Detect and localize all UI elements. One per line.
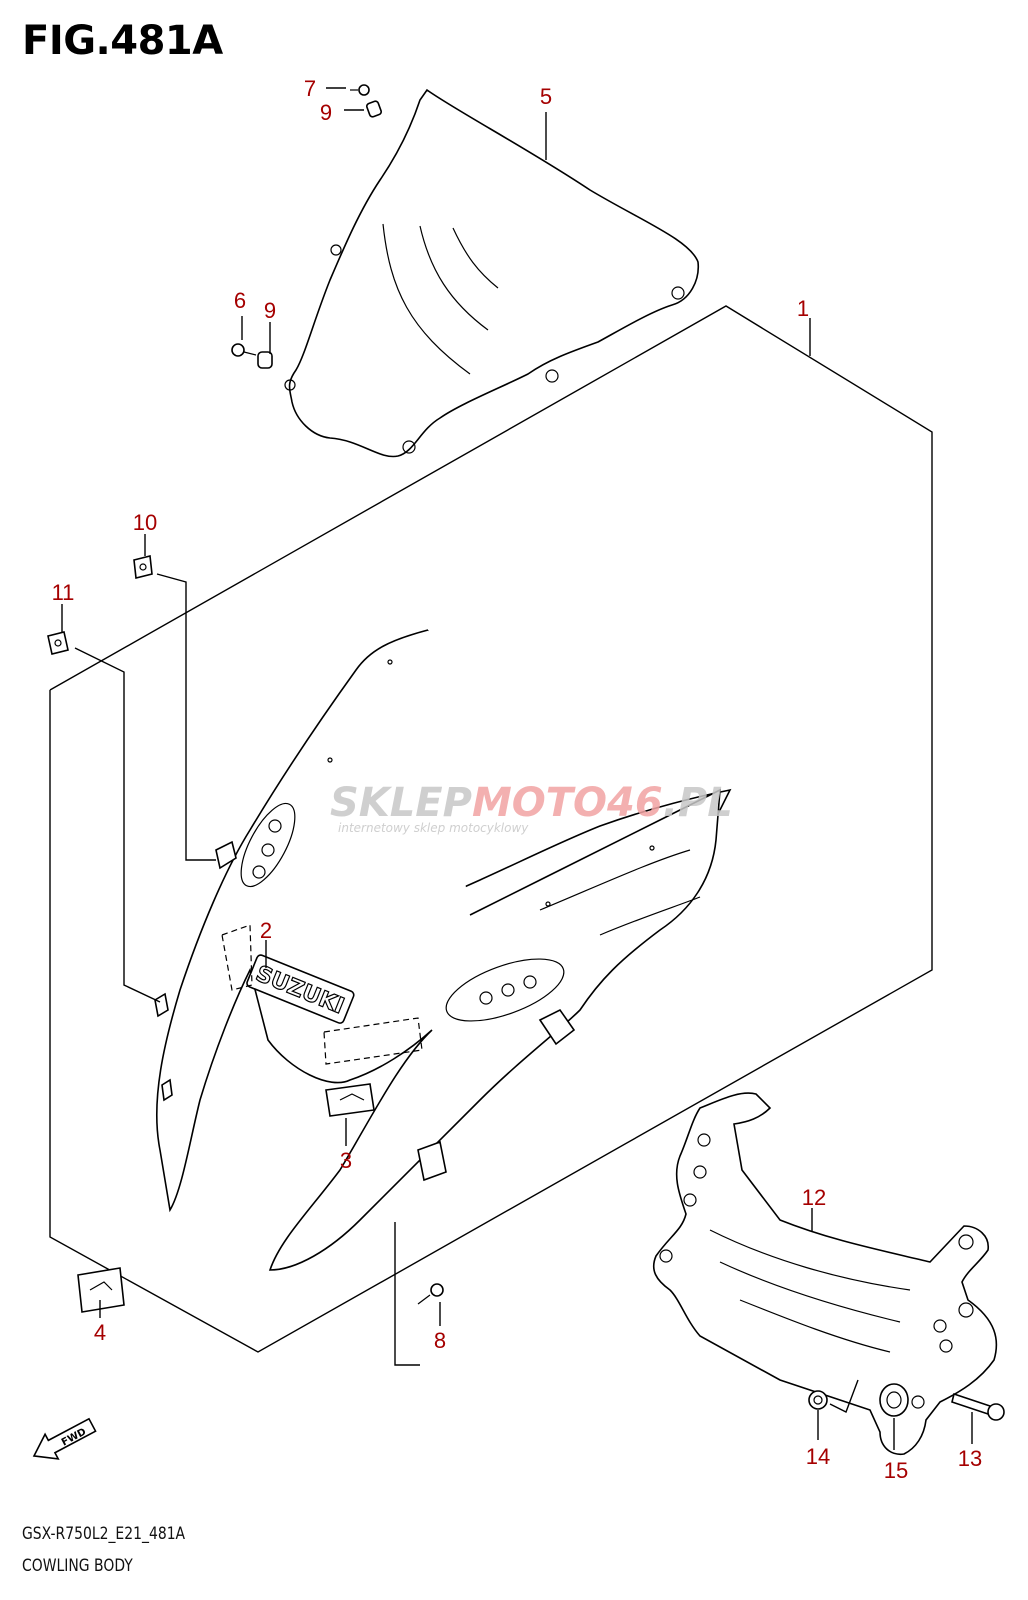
collar-9-top bbox=[366, 100, 382, 118]
screw-7 bbox=[350, 84, 370, 96]
clip-nut-11 bbox=[47, 631, 69, 655]
callout-5: 5 bbox=[540, 84, 552, 109]
screw-6 bbox=[231, 343, 257, 357]
windscreen bbox=[284, 88, 699, 458]
watermark: SKLEPMOTO46.PL internetowy sklep motocyk… bbox=[330, 780, 733, 835]
sticker-3 bbox=[325, 1083, 375, 1117]
cowling-brace bbox=[652, 1092, 998, 1456]
watermark-brand-d: .PL bbox=[663, 780, 733, 826]
callout-14: 14 bbox=[806, 1444, 830, 1469]
callout-10: 10 bbox=[133, 510, 157, 535]
bolt-13 bbox=[951, 1392, 1005, 1421]
svg-text:SKLEPMOTO46.PL: SKLEPMOTO46.PL bbox=[330, 780, 733, 826]
callout-11: 11 bbox=[52, 580, 75, 605]
callout-13: 13 bbox=[958, 1446, 982, 1471]
watermark-brand-a: SKLEP bbox=[330, 780, 472, 826]
watermark-brand-c: 46 bbox=[606, 780, 663, 826]
callout-9-left: 9 bbox=[264, 298, 276, 323]
callout-8: 8 bbox=[434, 1328, 446, 1353]
model-code: GSX-R750L2_E21_481A bbox=[22, 1524, 186, 1544]
callout-3: 3 bbox=[340, 1148, 352, 1173]
grommet-15 bbox=[879, 1383, 909, 1417]
callout-9-top: 9 bbox=[320, 100, 332, 125]
callout-6: 6 bbox=[234, 288, 246, 313]
watermark-tagline: internetowy sklep motocyklowy bbox=[338, 821, 529, 835]
assembly-box bbox=[49, 305, 933, 1353]
section-name: COWLING BODY bbox=[22, 1556, 133, 1576]
nut-14 bbox=[808, 1390, 828, 1410]
watermark-brand-b: MOTO bbox=[472, 780, 607, 826]
upper-cowling bbox=[154, 629, 732, 1271]
screw-8 bbox=[417, 1283, 444, 1305]
clip-nut-10 bbox=[133, 555, 153, 579]
sticker-4 bbox=[77, 1267, 125, 1313]
callout-1: 1 bbox=[797, 296, 809, 321]
callout-12: 12 bbox=[802, 1185, 826, 1210]
fwd-arrow-icon: FWD bbox=[32, 1417, 97, 1460]
callout-7: 7 bbox=[304, 76, 316, 101]
collar-9-left bbox=[257, 351, 273, 369]
callout-15: 15 bbox=[884, 1458, 908, 1483]
callout-4: 4 bbox=[94, 1320, 106, 1345]
figure-title: FIG.481A bbox=[22, 18, 223, 64]
callout-2: 2 bbox=[260, 918, 272, 943]
